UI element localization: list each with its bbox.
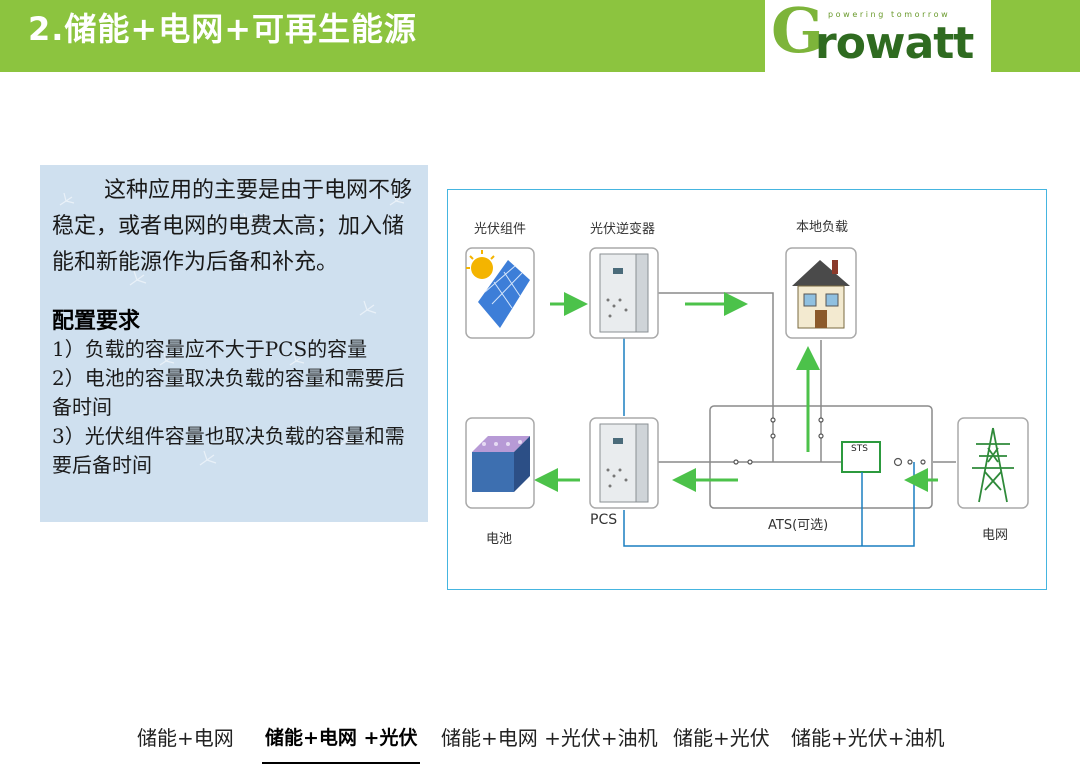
requirement-item-2: 2）电池的容量取决负载的容量和需要后备时间 — [52, 366, 405, 419]
label-pcs: PCS — [590, 512, 618, 528]
tab-storage-grid-pv[interactable]: 储能+电网 +光伏 — [265, 727, 418, 749]
label-ats: ATS(可选) — [768, 518, 829, 533]
pv-module-icon — [465, 247, 535, 339]
pv-inverter-icon — [589, 247, 659, 339]
label-battery: 电池 — [486, 532, 513, 547]
tab-storage-pv-diesel[interactable]: 储能+光伏+油机 — [791, 726, 945, 750]
grid-tower-icon — [957, 417, 1029, 509]
header-bar: 2.储能+电网+可再生能源 powering tomorrow G rowatt — [0, 0, 1080, 72]
logo-wordmark: rowatt — [815, 18, 974, 69]
requirement-item-1: 1）负载的容量应不大于PCS的容量 — [52, 337, 368, 361]
requirement-item-3: 3）光伏组件容量也取决负载的容量和需要后备时间 — [52, 424, 405, 477]
description-panel: 这种应用的主要是由于电网不够稳定，或者电网的电费太高；加入储能和新能源作为后备和… — [40, 165, 428, 522]
house-icon — [785, 247, 857, 339]
scenario-tabs: 储能+电网 储能+电网 +光伏 储能+电网 +光伏+油机 储能+光伏 储能+光伏… — [0, 718, 1080, 768]
tab-storage-grid[interactable]: 储能+电网 — [137, 726, 234, 750]
label-local-load: 本地负载 — [796, 220, 849, 235]
requirements-title: 配置要求 — [52, 308, 141, 334]
logo-tagline: powering tomorrow — [828, 10, 951, 19]
logo-letter-g: G — [771, 0, 824, 67]
pcs-icon — [589, 417, 659, 509]
label-grid: 电网 — [982, 528, 1009, 543]
diagram-lines — [465, 247, 1029, 547]
label-pv-inverter: 光伏逆变器 — [590, 222, 656, 237]
tab-storage-pv[interactable]: 储能+光伏 — [673, 726, 770, 750]
active-tab-indicator — [262, 762, 420, 764]
frost-background — [59, 192, 405, 466]
label-sts: STS — [851, 444, 868, 454]
system-diagram: 光伏组件 光伏逆变器 本地负载 电池 PCS ATS(可选) 电网 STS — [447, 189, 1047, 590]
description-text: 这种应用的主要是由于电网不够稳定，或者电网的电费太高；加入储能和新能源作为后备和… — [52, 178, 413, 275]
growatt-logo: powering tomorrow G rowatt — [765, 0, 991, 72]
battery-icon — [465, 417, 535, 509]
tab-storage-grid-pv-diesel[interactable]: 储能+电网 +光伏+油机 — [441, 726, 658, 750]
sts-box — [841, 441, 881, 473]
label-pv-modules: 光伏组件 — [474, 222, 527, 237]
page-title: 2.储能+电网+可再生能源 — [28, 10, 418, 48]
